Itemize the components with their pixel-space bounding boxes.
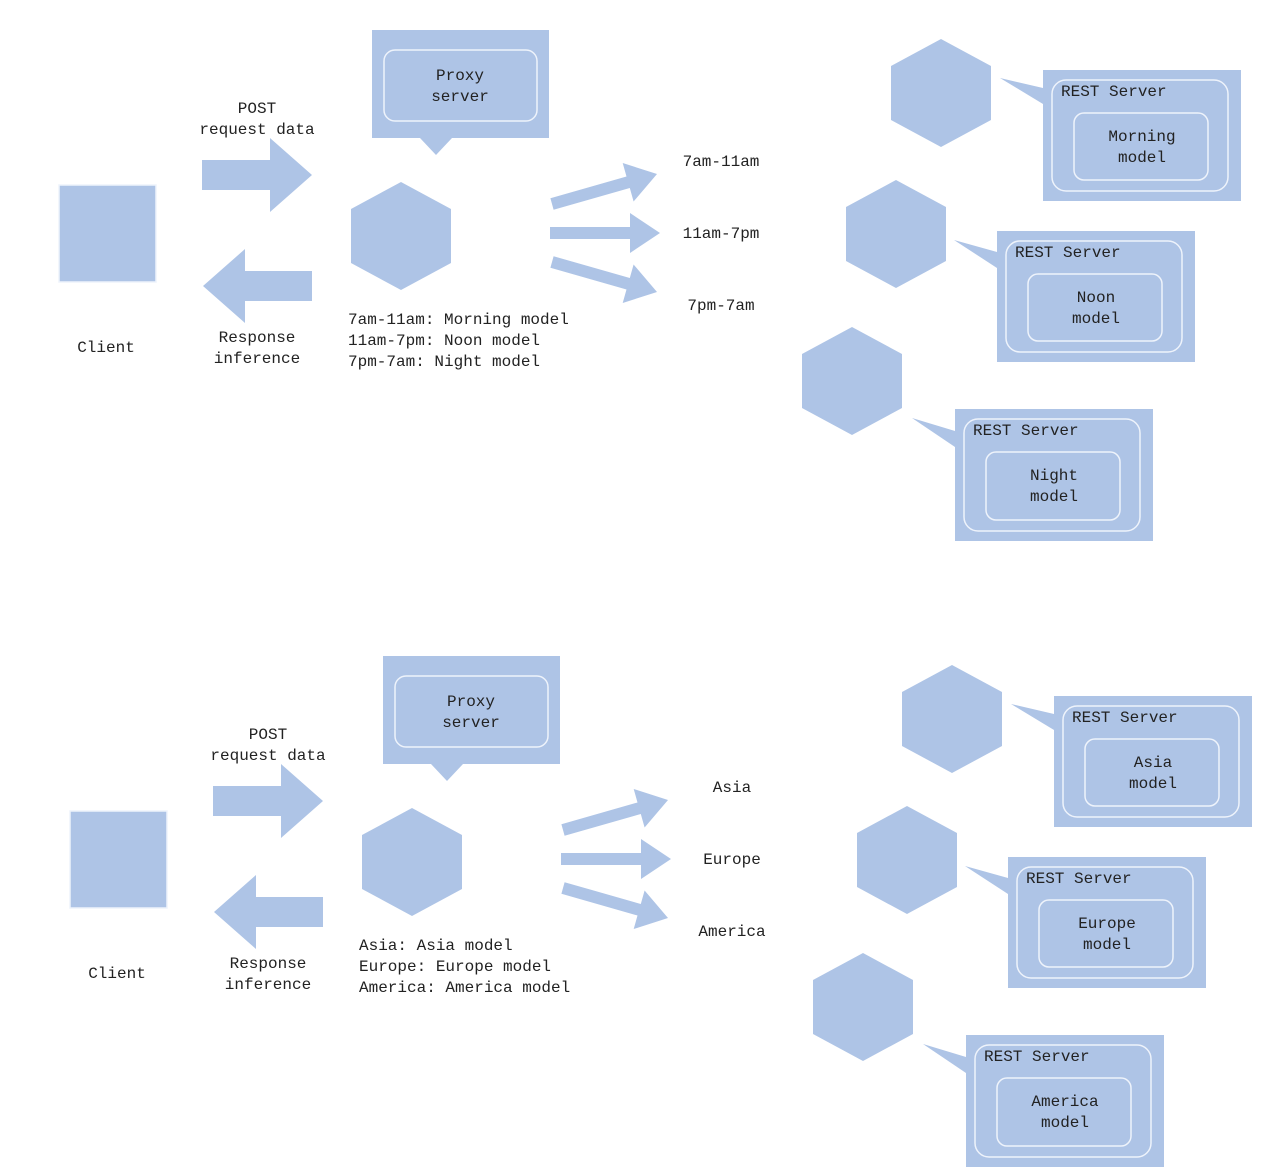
model-label-3-line2: model xyxy=(1030,488,1078,506)
request-label-line2: request data xyxy=(199,121,315,139)
routing-rule-3: 7pm-7am: Night model xyxy=(348,353,540,371)
route-arrow-2 xyxy=(561,839,671,879)
route-label-2: Europe xyxy=(703,851,761,869)
routing-rule-2: 11am-7pm: Noon model xyxy=(348,332,540,350)
server-outer-frame-2 xyxy=(1005,240,1183,353)
server-title-1: REST Server xyxy=(1061,83,1167,101)
route-label-3: 7pm-7am xyxy=(687,297,754,315)
model-label-2-line1: Europe xyxy=(1078,915,1136,933)
route-arrow-3 xyxy=(561,882,668,929)
model-label-1-line1: Asia xyxy=(1134,754,1173,772)
proxy-label-line1: Proxy xyxy=(436,67,484,85)
proxy-callout xyxy=(372,30,549,155)
server-callout-tail-3 xyxy=(912,418,955,447)
server-hexagon-3 xyxy=(802,327,902,435)
server-callout-tail-2 xyxy=(954,240,997,268)
routing-rule-2: Europe: Europe model xyxy=(359,958,551,976)
model-label-1-line2: model xyxy=(1118,149,1166,167)
client-box xyxy=(69,810,168,909)
model-label-2-line2: model xyxy=(1083,936,1131,954)
model-frame-1 xyxy=(1073,112,1209,181)
proxy-hexagon xyxy=(362,808,462,916)
proxy-inner-frame xyxy=(394,675,549,748)
model-label-3-line1: Night xyxy=(1030,467,1078,485)
route-label-1: Asia xyxy=(713,779,752,797)
server-title-2: REST Server xyxy=(1026,870,1132,888)
response-label-line1: Response xyxy=(219,329,296,347)
routing-rule-1: Asia: Asia model xyxy=(359,937,513,955)
server-outer-frame-3 xyxy=(974,1044,1152,1158)
model-label-1-line2: model xyxy=(1129,775,1177,793)
server-callout-tail-1 xyxy=(1000,78,1043,104)
request-arrow xyxy=(202,138,312,212)
proxy-callout xyxy=(383,656,560,781)
request-label-line1: POST xyxy=(249,726,287,744)
request-label-line1: POST xyxy=(238,100,276,118)
server-hexagon-1 xyxy=(891,39,991,147)
client-label: Client xyxy=(88,965,146,983)
route-arrow-2 xyxy=(550,213,660,253)
model-frame-3 xyxy=(996,1077,1132,1147)
response-arrow xyxy=(214,875,323,949)
server-hexagon-1 xyxy=(902,665,1002,773)
server-outer-frame-2 xyxy=(1016,866,1194,979)
server-title-3: REST Server xyxy=(984,1048,1090,1066)
model-frame-3 xyxy=(985,451,1121,521)
proxy-label-line1: Proxy xyxy=(447,693,495,711)
response-arrow xyxy=(203,249,312,323)
routing-rule-3: America: America model xyxy=(359,979,570,997)
model-label-3-line1: America xyxy=(1031,1093,1099,1111)
request-arrow xyxy=(213,764,323,838)
server-title-2: REST Server xyxy=(1015,244,1121,262)
route-arrow-3 xyxy=(550,256,657,303)
server-callout-tail-2 xyxy=(965,866,1008,894)
server-outer-frame-1 xyxy=(1051,79,1229,192)
proxy-label-line2: server xyxy=(431,88,489,106)
model-frame-2 xyxy=(1027,273,1163,342)
server-title-3: REST Server xyxy=(973,422,1079,440)
route-label-2: 11am-7pm xyxy=(683,225,760,243)
route-arrow-1 xyxy=(561,789,668,836)
client-label: Client xyxy=(77,339,135,357)
route-arrow-1 xyxy=(550,163,657,210)
response-label-line2: inference xyxy=(214,350,300,368)
model-label-3-line2: model xyxy=(1041,1114,1089,1132)
model-frame-2 xyxy=(1038,899,1174,968)
server-outer-frame-3 xyxy=(963,418,1141,532)
server-outer-frame-1 xyxy=(1062,705,1240,818)
proxy-hexagon xyxy=(351,182,451,290)
server-hexagon-2 xyxy=(846,180,946,288)
server-hexagon-3 xyxy=(813,953,913,1061)
response-label-line1: Response xyxy=(230,955,307,973)
server-hexagon-2 xyxy=(857,806,957,914)
server-callout-tail-3 xyxy=(923,1044,966,1073)
model-label-2-line1: Noon xyxy=(1077,289,1115,307)
client-box xyxy=(58,184,157,283)
route-label-1: 7am-11am xyxy=(683,153,760,171)
model-frame-1 xyxy=(1084,738,1220,807)
proxy-inner-frame xyxy=(383,49,538,122)
request-label-line2: request data xyxy=(210,747,326,765)
model-label-1-line1: Morning xyxy=(1108,128,1175,146)
response-label-line2: inference xyxy=(225,976,311,994)
routing-rule-1: 7am-11am: Morning model xyxy=(348,311,569,329)
server-callout-tail-1 xyxy=(1011,704,1054,730)
model-label-2-line2: model xyxy=(1072,310,1120,328)
route-label-3: America xyxy=(698,923,766,941)
server-title-1: REST Server xyxy=(1072,709,1178,727)
proxy-label-line2: server xyxy=(442,714,500,732)
